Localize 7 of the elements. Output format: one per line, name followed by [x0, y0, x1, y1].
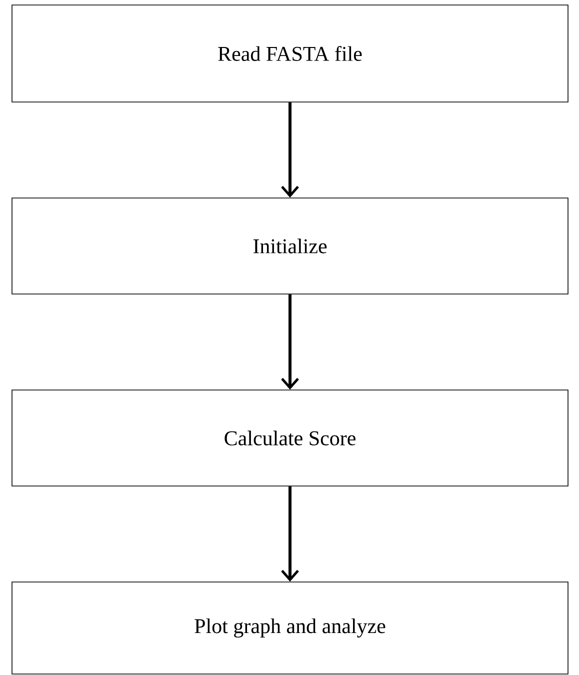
process-box: Read FASTA file: [12, 4, 568, 102]
arrow: [281, 486, 299, 582]
arrow: [281, 294, 299, 390]
arrow: [281, 102, 299, 198]
process-box: Initialize: [12, 198, 568, 294]
process-box: Plot graph and analyze: [12, 582, 568, 674]
process-box: Calculate Score: [12, 390, 568, 486]
